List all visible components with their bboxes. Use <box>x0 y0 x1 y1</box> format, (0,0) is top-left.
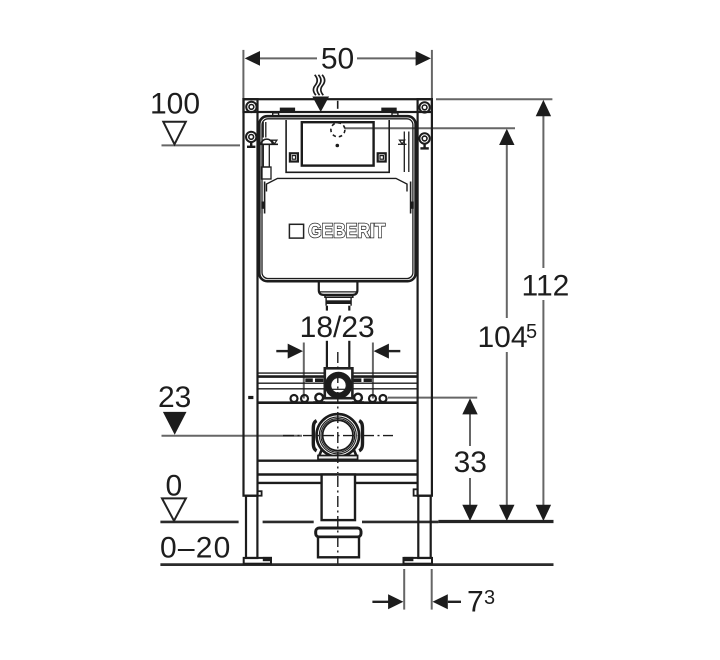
svg-text:100: 100 <box>150 88 200 121</box>
svg-text:5: 5 <box>526 321 537 343</box>
svg-text:GEBERIT: GEBERIT <box>308 220 385 243</box>
svg-text:112: 112 <box>521 269 569 302</box>
svg-text:33: 33 <box>454 446 487 479</box>
svg-text:0: 0 <box>166 469 183 502</box>
svg-text:23: 23 <box>158 381 191 414</box>
svg-text:18/23: 18/23 <box>300 311 375 344</box>
svg-text:0–20: 0–20 <box>160 531 232 564</box>
svg-text:104: 104 <box>477 321 527 354</box>
svg-text:7: 7 <box>467 585 484 618</box>
svg-text:50: 50 <box>321 42 354 75</box>
svg-text:3: 3 <box>484 587 495 609</box>
